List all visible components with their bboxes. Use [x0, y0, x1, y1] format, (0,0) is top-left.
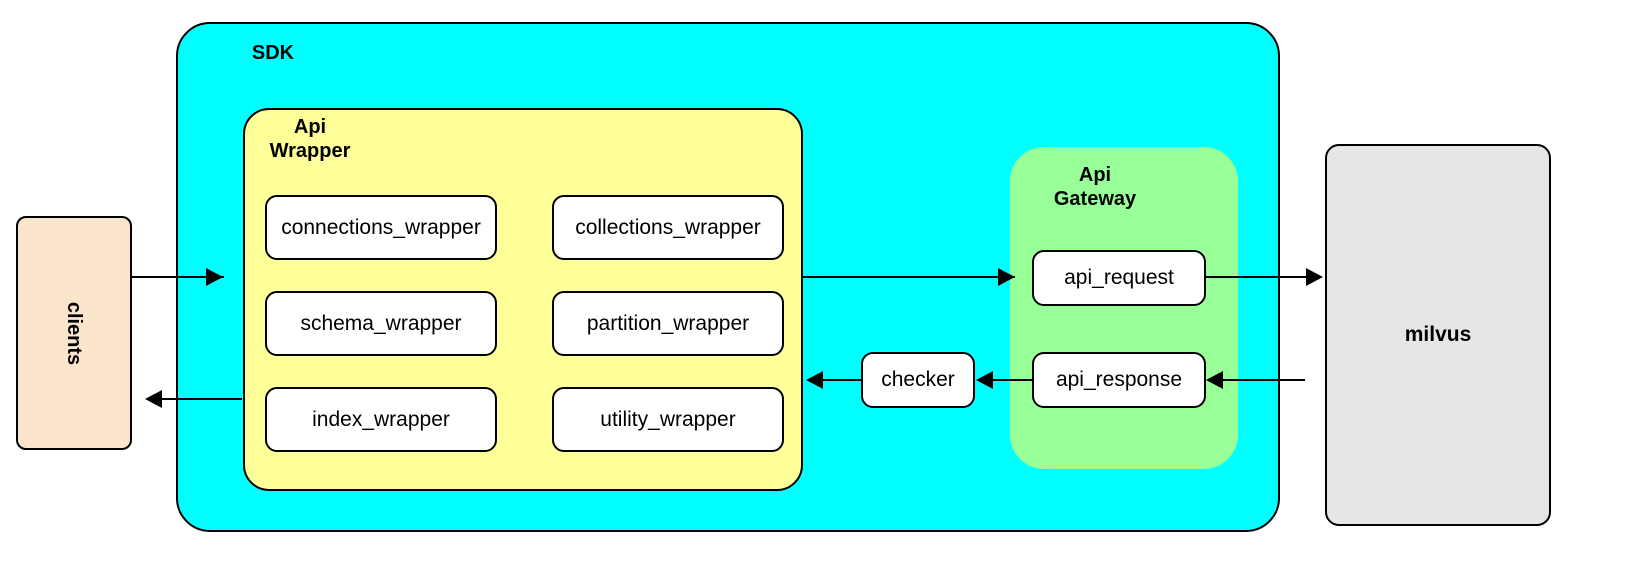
arrow-sdk-to-clients-line [162, 398, 242, 400]
arrow-sdk-to-clients-head [145, 390, 162, 408]
arrow-milvus-to-api-response-head [1206, 371, 1223, 389]
api-gateway-container[interactable] [1010, 147, 1238, 469]
arrow-clients-to-api-wrapper-line [132, 276, 224, 278]
clients-label: clients [63, 301, 86, 365]
arrow-api-wrapper-to-api-request-head [998, 268, 1015, 286]
module-schema-wrapper[interactable]: schema_wrapper [265, 291, 497, 356]
arrow-api-request-to-milvus-head [1306, 268, 1323, 286]
module-collections-wrapper[interactable]: collections_wrapper [552, 195, 784, 260]
module-partition-wrapper[interactable]: partition_wrapper [552, 291, 784, 356]
module-connections-wrapper[interactable]: connections_wrapper [265, 195, 497, 260]
node-api-request[interactable]: api_request [1032, 250, 1206, 306]
arrow-api-wrapper-to-api-request-line [801, 276, 1015, 278]
arrow-checker-to-api-wrapper-line [822, 379, 861, 381]
node-api-response[interactable]: api_response [1032, 352, 1206, 408]
module-index-wrapper[interactable]: index_wrapper [265, 387, 497, 452]
module-utility-wrapper[interactable]: utility_wrapper [552, 387, 784, 452]
arrow-clients-to-api-wrapper-head [206, 268, 223, 286]
arrow-api-request-to-milvus-line [1206, 276, 1318, 278]
node-checker[interactable]: checker [861, 352, 975, 408]
arrow-milvus-to-api-response-line [1222, 379, 1305, 381]
arrow-checker-to-api-wrapper-head [806, 371, 823, 389]
milvus-box[interactable]: milvus [1325, 144, 1551, 526]
clients-box[interactable]: clients [16, 216, 132, 450]
arrow-api-response-to-checker-head [976, 371, 993, 389]
arrow-api-response-to-checker-line [992, 379, 1032, 381]
